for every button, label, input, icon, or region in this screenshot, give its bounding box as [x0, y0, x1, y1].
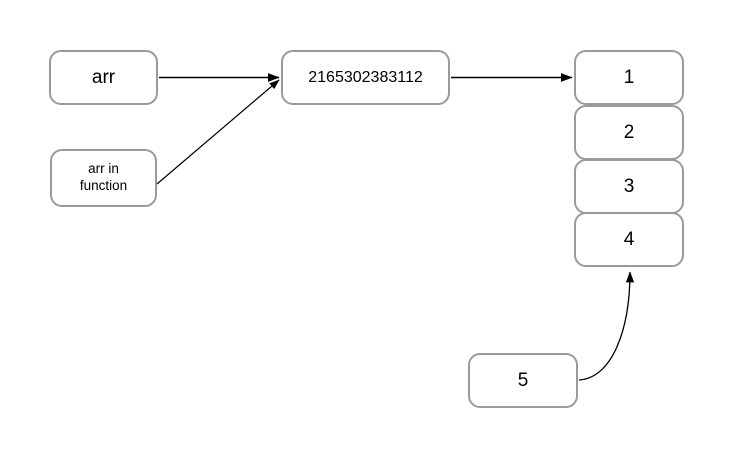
node-array-cell-4[interactable]: 4	[574, 212, 684, 267]
node-arr-in-function[interactable]: arr in function	[50, 149, 157, 207]
node-arr[interactable]: arr	[49, 50, 158, 105]
node-array-cell-1[interactable]: 1	[574, 50, 684, 105]
node-appended-value-5[interactable]: 5	[468, 353, 578, 408]
node-array-cell-2[interactable]: 2	[574, 105, 684, 160]
edge-five-to-cell4	[578, 271, 635, 381]
node-array-cell-3[interactable]: 3	[574, 159, 684, 214]
edge-arrfn-to-addr	[156, 79, 280, 185]
node-memory-address[interactable]: 2165302383112	[281, 50, 450, 105]
